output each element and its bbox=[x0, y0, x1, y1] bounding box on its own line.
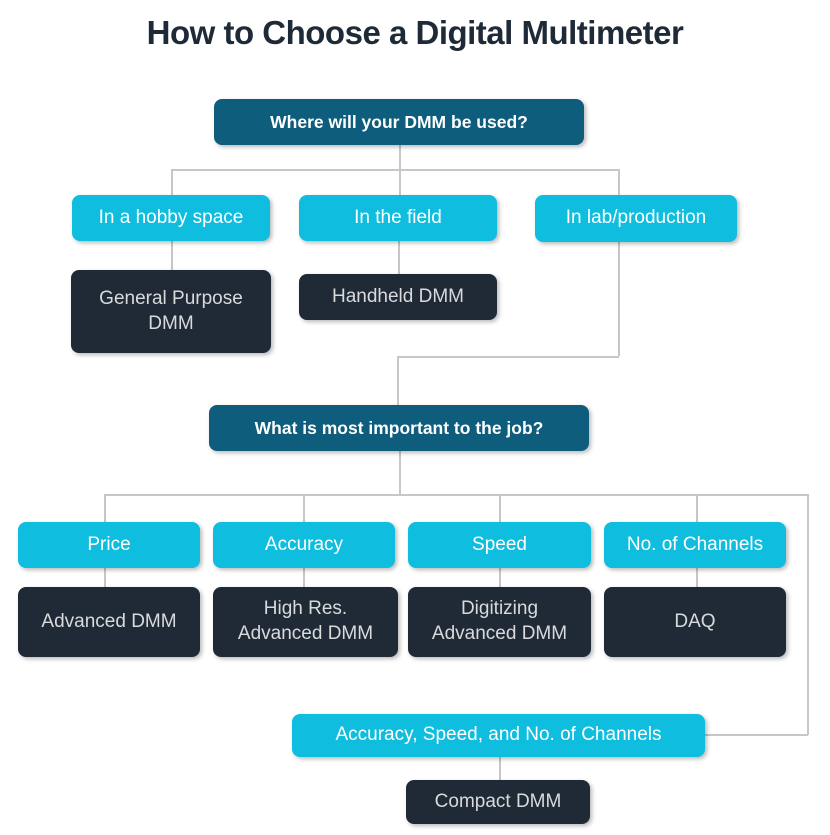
connector-lab-down bbox=[618, 242, 620, 356]
connector-speed-to-digitizing bbox=[499, 568, 501, 587]
node-result-compact-dmm: Compact DMM bbox=[406, 780, 590, 824]
connector-to-channels bbox=[696, 494, 698, 522]
node-option-price: Price bbox=[18, 522, 200, 568]
node-question-most-important: What is most important to the job? bbox=[209, 405, 589, 451]
connector-accuracy-to-highres bbox=[303, 568, 305, 587]
connector-q2-down bbox=[399, 451, 401, 494]
connector-to-field bbox=[399, 169, 401, 195]
node-option-accuracy: Accuracy bbox=[213, 522, 395, 568]
connector-field-to-handheld bbox=[398, 241, 400, 274]
connector-to-hobby bbox=[171, 169, 173, 195]
node-option-accuracy-speed-channels: Accuracy, Speed, and No. of Channels bbox=[292, 714, 705, 757]
connector-channels-to-daq bbox=[696, 568, 698, 587]
connector-to-price bbox=[104, 494, 106, 522]
connector-combo-to-compact bbox=[499, 757, 501, 780]
node-option-lab-production: In lab/production bbox=[535, 195, 737, 242]
node-result-digitizing-advanced-dmm: Digitizing Advanced DMM bbox=[408, 587, 591, 657]
connector-lab-horizontal bbox=[397, 356, 619, 358]
connector-branch1-horizontal bbox=[171, 169, 619, 171]
connector-to-speed bbox=[499, 494, 501, 522]
connector-to-q2 bbox=[397, 356, 399, 405]
node-option-speed: Speed bbox=[408, 522, 591, 568]
connector-to-accuracy bbox=[303, 494, 305, 522]
node-option-in-the-field: In the field bbox=[299, 195, 497, 241]
page-title: How to Choose a Digital Multimeter bbox=[146, 14, 684, 51]
node-question-where-used: Where will your DMM be used? bbox=[214, 99, 584, 145]
node-result-advanced-dmm: Advanced DMM bbox=[18, 587, 200, 657]
connector-price-to-advanced bbox=[104, 568, 106, 587]
node-result-general-purpose-dmm: General Purpose DMM bbox=[71, 270, 271, 353]
connector-to-combo bbox=[705, 734, 808, 736]
connector-hobby-to-general bbox=[171, 241, 173, 270]
node-result-high-res-advanced-dmm: High Res. Advanced DMM bbox=[213, 587, 398, 657]
connector-branch2-horizontal bbox=[104, 494, 809, 496]
node-option-no-of-channels: No. of Channels bbox=[604, 522, 786, 568]
connector-q1-down bbox=[399, 145, 401, 169]
node-option-hobby-space: In a hobby space bbox=[72, 195, 270, 241]
connector-right-edge-down bbox=[807, 494, 809, 735]
node-result-handheld-dmm: Handheld DMM bbox=[299, 274, 497, 320]
node-result-daq: DAQ bbox=[604, 587, 786, 657]
connector-to-lab bbox=[618, 169, 620, 195]
